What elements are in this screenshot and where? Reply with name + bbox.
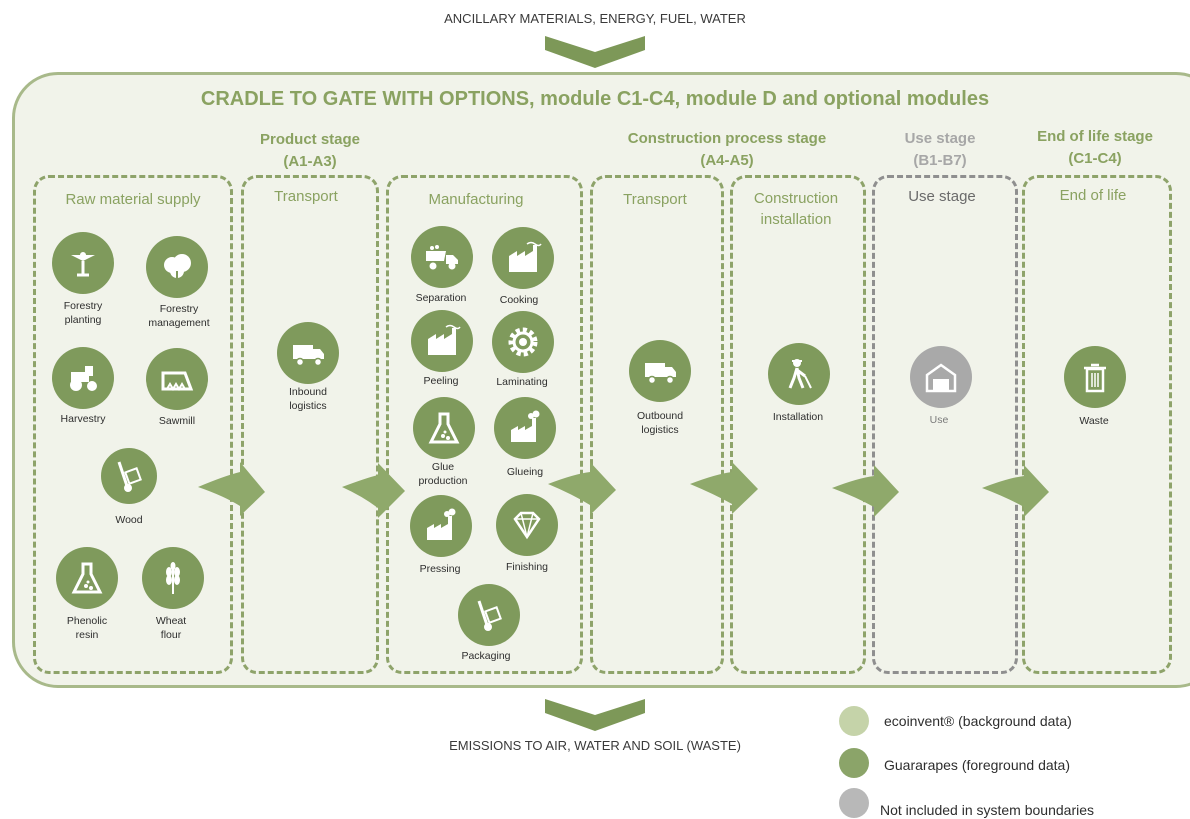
truck-icon — [277, 322, 339, 384]
gear-icon — [492, 311, 554, 373]
harvestry-label: Harvestry — [60, 413, 106, 425]
output-label: EMISSIONS TO AIR, WATER AND SOIL (WASTE) — [449, 738, 741, 753]
stage-code: (A4-A5) — [700, 152, 754, 169]
flask-icon — [413, 397, 475, 459]
use-stage-title: Use stage (B1-B7) — [880, 128, 1000, 172]
flask-icon — [56, 547, 118, 609]
hand-truck-icon — [458, 584, 520, 646]
forestry-planting-icon — [52, 232, 114, 294]
column-raw-material — [33, 175, 233, 674]
stage-code: (A1-A3) — [283, 153, 337, 170]
factory-smoke-icon — [410, 495, 472, 557]
outbound-logistics-label: Outbound logistics — [636, 410, 684, 436]
glueing-label: Glueing — [506, 466, 544, 478]
column-transport-inbound — [241, 175, 379, 674]
flow-arrow — [982, 465, 1049, 517]
wheat-flour-label: Wheat flour — [155, 615, 187, 641]
sawmill-label: Sawmill — [158, 415, 196, 427]
column-construction — [730, 175, 866, 674]
cooking-label: Cooking — [499, 294, 539, 306]
legend-dot-foreground — [839, 748, 869, 778]
forestry-management-icon — [146, 236, 208, 298]
worker-icon — [768, 343, 830, 405]
eol-stage-title: End of life stage (C1-C4) — [1025, 126, 1165, 170]
packaging-label: Packaging — [461, 650, 511, 662]
installation-label: Installation — [772, 411, 824, 423]
stage-code: (B1-B7) — [913, 152, 967, 169]
peeling-label: Peeling — [423, 375, 459, 387]
input-arrow — [545, 36, 645, 68]
legend-dot-background — [839, 706, 869, 736]
stage-code: (C1-C4) — [1068, 150, 1122, 167]
separation-label: Separation — [415, 292, 467, 304]
column-transport-outbound — [590, 175, 724, 674]
stage-name: Construction process stage — [627, 130, 827, 147]
legend-label-foreground: Guararapes (foreground data) — [884, 757, 1070, 773]
flow-arrow — [832, 465, 899, 517]
laminating-label: Laminating — [496, 376, 548, 388]
legend-label-excluded: Not included in system boundaries — [880, 802, 1095, 818]
column-end-of-life — [1022, 175, 1172, 674]
warehouse-icon — [910, 346, 972, 408]
flow-arrow — [548, 462, 616, 515]
legend-label-background: ecoinvent® (background data) — [884, 713, 1072, 729]
stage-name: End of life stage — [1037, 128, 1153, 145]
product-stage-title: Product stage (A1-A3) — [245, 129, 375, 173]
diamond-icon — [496, 494, 558, 556]
factory-icon — [411, 310, 473, 372]
tractor-icon — [52, 347, 114, 409]
diagram-title: CRADLE TO GATE WITH OPTIONS, module C1-C… — [200, 88, 990, 110]
inbound-logistics-label: Inbound logistics — [289, 386, 327, 412]
column-title-manufacturing: Manufacturing — [428, 191, 524, 208]
system-boundary-frame — [12, 72, 1190, 688]
legend-dot-excluded — [839, 788, 869, 818]
column-title-transport2: Transport — [623, 191, 687, 208]
flow-arrow — [198, 462, 265, 516]
forestry-planting-label: Forestry planting — [63, 300, 103, 326]
glue-production-label: Glue production — [418, 461, 468, 487]
column-manufacturing — [386, 175, 583, 674]
stage-name: Product stage — [259, 131, 361, 148]
hand-truck-icon — [101, 448, 157, 504]
saw-icon — [146, 348, 208, 410]
output-arrow — [545, 699, 645, 731]
finishing-label: Finishing — [505, 561, 549, 573]
column-title-eol: End of life — [1059, 187, 1127, 204]
construction-stage-title: Construction process stage (A4-A5) — [612, 128, 842, 172]
use-label: Use — [929, 414, 949, 426]
phenolic-resin-label: Phenolic resin — [66, 615, 108, 641]
trash-icon — [1064, 346, 1126, 408]
pressing-label: Pressing — [419, 563, 461, 575]
column-title-use: Use stage — [908, 188, 976, 205]
factory-smoke-icon — [494, 397, 556, 459]
waste-label: Waste — [1079, 415, 1109, 427]
truck-icon — [629, 340, 691, 402]
stage-name: Use stage — [904, 130, 976, 147]
column-title-raw: Raw material supply — [65, 191, 201, 208]
wood-label: Wood — [115, 514, 143, 526]
dump-truck-icon — [411, 226, 473, 288]
column-title-construction: Construction installation — [753, 190, 839, 228]
factory-icon — [492, 227, 554, 289]
flow-arrow — [690, 462, 758, 514]
wheat-icon — [142, 547, 204, 609]
column-title-transport1: Transport — [274, 188, 338, 205]
flow-arrow — [342, 463, 405, 518]
input-label: ANCILLARY MATERIALS, ENERGY, FUEL, WATER — [444, 11, 746, 26]
column-use — [872, 175, 1018, 674]
forestry-management-label: Forestry management — [148, 303, 210, 329]
